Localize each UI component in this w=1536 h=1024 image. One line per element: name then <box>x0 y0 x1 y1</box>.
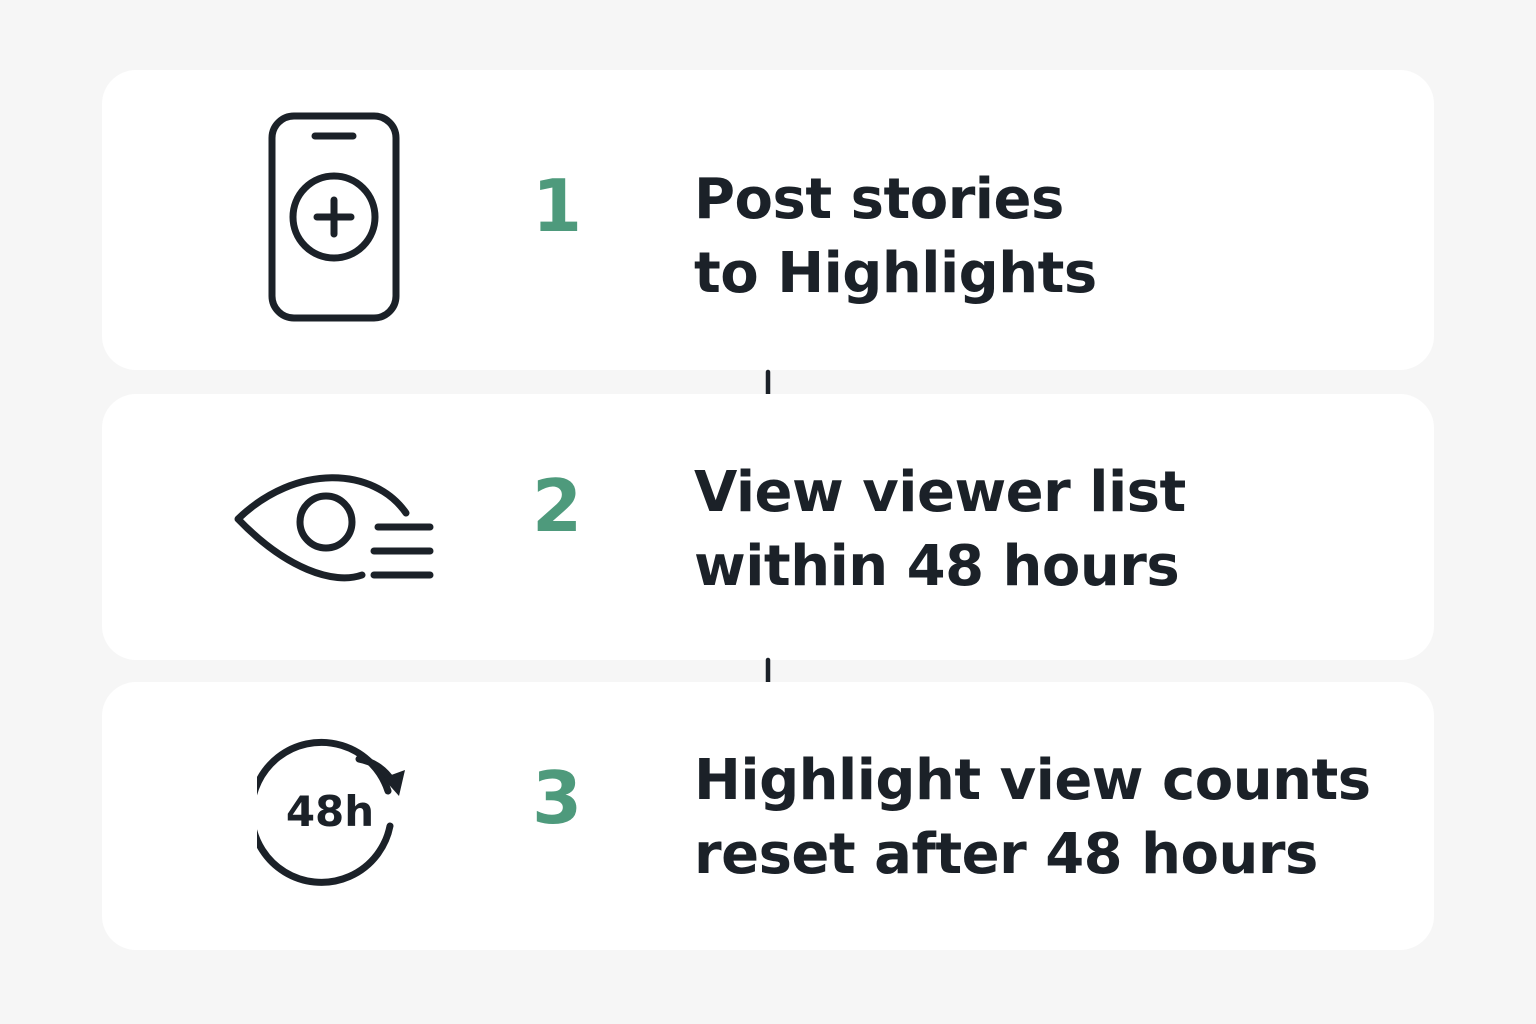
step-description: View viewer list within 48 hours <box>694 456 1414 604</box>
step-number: 2 <box>531 464 583 548</box>
step-line-2: to Highlights <box>694 241 1097 306</box>
step-line-1: View viewer list <box>694 460 1186 525</box>
eye-list-icon <box>232 394 442 660</box>
step-line-1: Highlight view counts <box>694 748 1371 813</box>
refresh-48h-icon: 48h <box>232 682 442 950</box>
step-line-2: reset after 48 hours <box>694 822 1318 887</box>
step-description: Highlight view counts reset after 48 hou… <box>694 744 1414 892</box>
step-number: 1 <box>531 164 583 248</box>
step-card-2: 2 View viewer list within 48 hours <box>102 394 1434 660</box>
step-description: Post stories to Highlights <box>694 163 1414 311</box>
step-line-1: Post stories <box>694 167 1064 232</box>
step-card-1: 1 Post stories to Highlights <box>102 70 1434 370</box>
step-line-2: within 48 hours <box>694 534 1180 599</box>
step-card-3: 48h 3 Highlight view counts reset after … <box>102 682 1434 950</box>
duration-label: 48h <box>286 787 374 836</box>
step-number: 3 <box>531 756 583 840</box>
phone-plus-icon <box>232 70 442 370</box>
